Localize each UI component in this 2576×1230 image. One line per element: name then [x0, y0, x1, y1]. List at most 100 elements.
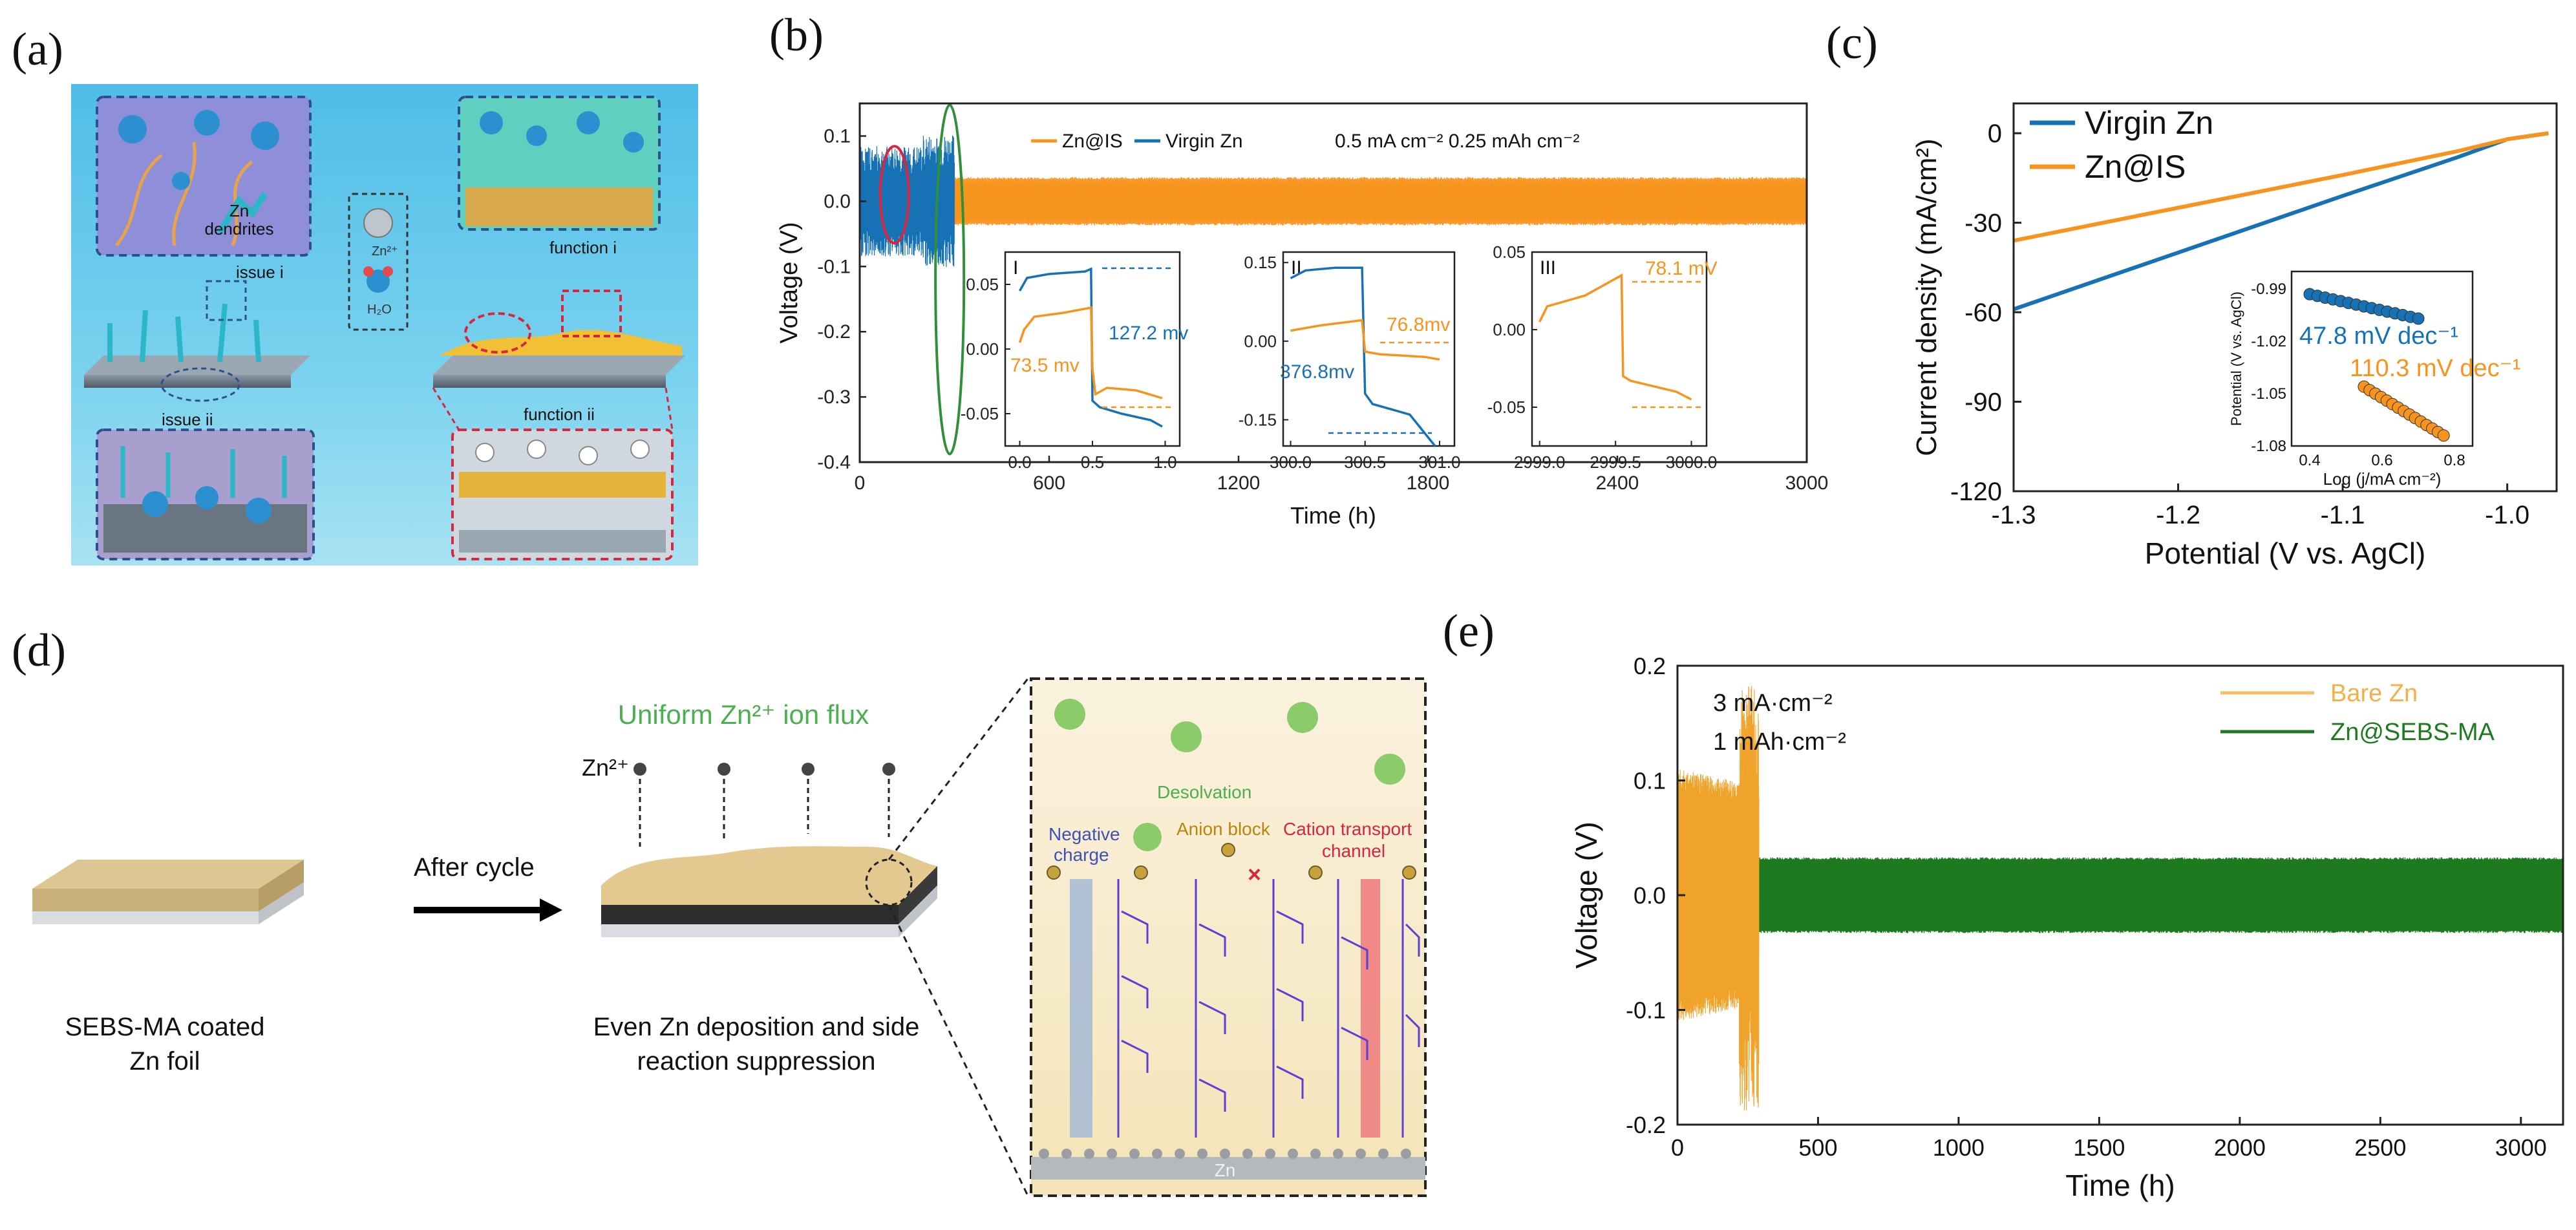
zoom-circle	[865, 858, 913, 906]
function-i-ions	[480, 111, 644, 153]
panel-letter-a: (a)	[12, 23, 63, 75]
negative-charge-bar	[1070, 879, 1092, 1138]
inset-III-ytick-0: 0.05	[1493, 242, 1526, 262]
chart-e-ylabel: Voltage (V)	[1570, 822, 1603, 969]
function-i-coating	[465, 187, 653, 226]
chart-b-xlabel: Time (h)	[1290, 502, 1376, 529]
inset-III-ytick-1: 0.00	[1493, 320, 1526, 339]
issue-i-label: issue i	[236, 262, 284, 282]
panel-letter-b: (b)	[769, 9, 824, 61]
chart-b-xtick-label-2: 1200	[1217, 472, 1261, 494]
chart-e-ytick-label-2: 0.0	[1634, 882, 1666, 909]
chart-b-xtick-label-5: 3000	[1785, 472, 1829, 494]
chart-e-xlabel: Time (h)	[2065, 1169, 2175, 1202]
function-ii-ellipse	[464, 312, 531, 354]
inset-III-xtick-2: 3000.0	[1666, 452, 1718, 472]
chart-b-ytick-label-3: -0.2	[817, 321, 851, 343]
chart-b-xtick-label-1: 600	[1033, 472, 1065, 494]
chart-c-xtick-label-1: -1.2	[2156, 501, 2200, 529]
desolvation-label: Desolvation	[1157, 782, 1251, 802]
inset-II-xtick-1: 300.5	[1344, 452, 1386, 472]
issue-ii-label: issue ii	[162, 410, 213, 429]
chart-c-ytick-label-2: -60	[1964, 299, 2002, 327]
legend-zn-is-label: Zn@IS	[1062, 131, 1123, 152]
inset-I-xtick-0: 0.0	[1008, 452, 1031, 472]
inset-II-frame	[1282, 251, 1456, 447]
chart-c-inset-label-0: 47.8 mV dec⁻¹	[2299, 323, 2458, 350]
inset-II-ytick-2: -0.15	[1239, 410, 1277, 429]
inset-II-xtick-0: 300.0	[1270, 452, 1312, 472]
inset-III-zn-is-line	[1538, 273, 1692, 401]
chart-b-xtick-label-0: 0	[855, 472, 866, 494]
negative-charge-line1: Negative	[1048, 824, 1120, 844]
chart-e-xtick-label-1: 500	[1798, 1134, 1837, 1161]
chart-c-inset-ytick-3: -1.08	[2251, 438, 2286, 455]
inset-III-frame	[1531, 251, 1708, 447]
chart-c-frame	[2012, 102, 2558, 493]
chart-c-inset-ytick-0: -0.99	[2251, 281, 2286, 298]
panel-letter-d: (d)	[12, 624, 66, 676]
after-cycle-label: After cycle	[414, 853, 535, 882]
chart-b-frame	[858, 102, 1808, 463]
panel-d-illustration: SEBS-MA coated Zn foil After cycle Unifo…	[32, 677, 1427, 1197]
chart-e-xtick-label-4: 2000	[2214, 1134, 2266, 1161]
chart-c-series-1	[2013, 131, 2549, 243]
left-plate-dendrites	[107, 303, 261, 363]
chart-e-xtick-label-6: 3000	[2495, 1134, 2547, 1161]
chart-c-inset-xtick-2: 0.8	[2443, 452, 2465, 469]
chart-b-ylabel: Voltage (V)	[776, 222, 803, 344]
coated-label-line2: Zn foil	[130, 1047, 200, 1076]
anion-block-label: Anion block	[1176, 819, 1271, 839]
chart-c-ytick-label-4: -120	[1950, 478, 2002, 506]
chart-c-inset-xtick-1: 0.6	[2371, 452, 2392, 469]
inset-III-annotation-78: 78.1 mV	[1645, 258, 1718, 279]
legend-virgin-zn-label: Virgin Zn	[1166, 131, 1243, 152]
chart-e-ytick-label-1: 0.1	[1634, 768, 1666, 794]
inset-I-ytick-0: 0.05	[966, 275, 999, 294]
h2o-legend-icon	[367, 270, 390, 293]
chart-c-inset-xlabel: Log (j/mA cm⁻²)	[2323, 469, 2442, 489]
inset-II-ytick-1: 0.00	[1244, 332, 1277, 351]
chart-e-legend-sebs-label: Zn@SEBS-MA	[2330, 719, 2495, 746]
even-deposit-surface	[601, 846, 937, 905]
chart-c-inset-ytick-1: -1.02	[2251, 333, 2286, 350]
inset-I-annotation-73: 73.5 mv	[1010, 355, 1080, 376]
inset-II-ytick-0: 0.15	[1244, 253, 1277, 272]
inset-III: III 2999.0 2999.5 3000.0 0.05 0.00 -0.05	[1487, 242, 1718, 472]
deposit-label-line2: reaction suppression	[637, 1047, 875, 1076]
cation-channel-bar	[1361, 879, 1380, 1138]
inset-I-annotation-127: 127.2 mv	[1109, 323, 1188, 344]
inset-III-xtick-0: 2999.0	[1514, 452, 1566, 472]
inset-I-xtick-1: 0.5	[1081, 452, 1104, 472]
function-ii-label: function ii	[524, 405, 595, 424]
ion-flux-arrows	[633, 763, 895, 847]
chart-c-inset-ytick-2: -1.05	[2251, 385, 2286, 403]
series-bare-zn-band	[1677, 685, 1760, 1111]
coated-foil-top	[32, 860, 304, 889]
inset-II-xtick-2: 301.0	[1418, 452, 1460, 472]
panel-c-chart: -1.3-1.2-1.1-1.00-30-60-90-120Potential …	[1911, 102, 2558, 570]
chart-b-ytick-label-4: -0.3	[817, 387, 851, 408]
inset-III-roman: III	[1540, 257, 1556, 279]
negative-charge-line2: charge	[1054, 845, 1109, 865]
inset-II-zn-is-line	[1290, 319, 1440, 361]
chart-c-legend-label-0: Virgin Zn	[2085, 105, 2213, 141]
ion-flux-title: Uniform Zn²⁺ ion flux	[618, 699, 869, 730]
svg-text:×: ×	[1248, 861, 1261, 887]
zn2-label: Zn²⁺	[582, 754, 629, 781]
mechanism-box	[1030, 677, 1427, 1197]
right-coating	[440, 330, 682, 355]
inset-I-zn-is-line	[1018, 306, 1163, 399]
inset-III-xtick-1: 2999.5	[1590, 452, 1641, 472]
inset-III-ytick-2: -0.05	[1487, 398, 1526, 417]
legend-h2o: H₂O	[367, 302, 392, 317]
series-zn-sebs-ma-band	[1758, 857, 2564, 933]
chart-b-condition-annotation: 0.5 mA cm⁻² 0.25 mAh cm⁻²	[1335, 131, 1579, 152]
left-zn-plate-side	[84, 375, 291, 388]
zn-base-label: Zn	[1215, 1160, 1236, 1180]
chart-e-xtick-label-2: 1000	[1933, 1134, 1985, 1161]
polymer-chains	[1117, 879, 1420, 1138]
